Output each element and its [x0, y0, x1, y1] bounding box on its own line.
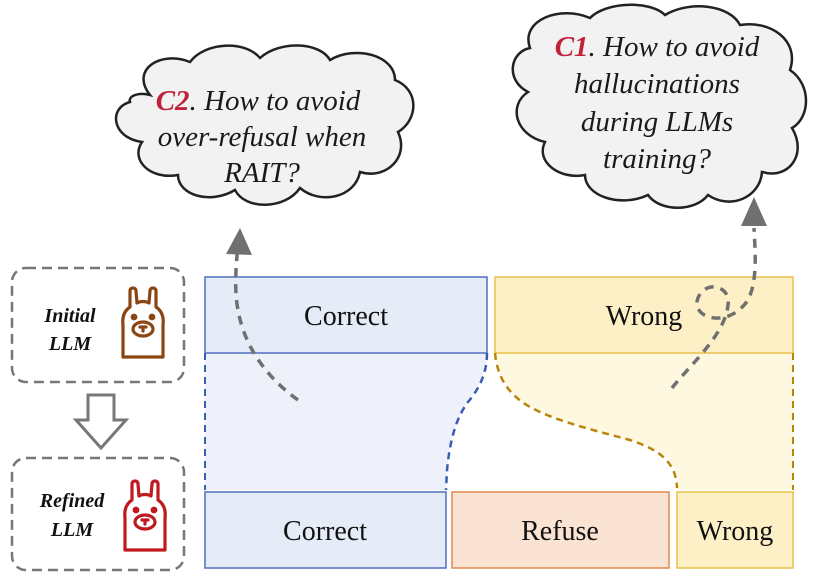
refined-llm-label-line1: Refined — [39, 490, 105, 512]
top-wrong-label: Wrong — [606, 301, 683, 332]
refined-llm-label-line2: LLM — [50, 519, 94, 541]
top-correct-label: Correct — [304, 301, 388, 332]
bottom-wrong-label: Wrong — [697, 516, 774, 547]
cloud-c2-line1: C2. How to avoid — [156, 85, 361, 117]
bottom-correct: Correct — [204, 491, 447, 569]
initial-llm-label-line1: Initial — [43, 305, 96, 327]
initial-llm-label-line2: LLM — [48, 333, 92, 355]
arrow-to-c1 — [670, 227, 757, 390]
arrow-to-c1-head — [741, 197, 767, 226]
llama-icon — [123, 479, 167, 552]
cloud-c1-line3: during LLMs — [581, 106, 733, 138]
wrong-region: Wrong — [494, 276, 794, 490]
cloud-c2-shape — [114, 44, 415, 206]
cloud-c1: C1. How to avoid hallucinations during L… — [511, 3, 808, 209]
down-arrow-icon — [72, 393, 130, 451]
cloud-c1-shape — [511, 3, 808, 209]
cloud-c2-line2: over-refusal when — [158, 121, 367, 153]
cloud-c1-line4: training? — [603, 143, 711, 175]
bottom-correct-box — [204, 491, 447, 569]
llama-icon — [121, 286, 165, 359]
correct-region: Correct — [204, 276, 488, 490]
cloud-c2-line3: RAIT? — [223, 157, 300, 189]
bottom-refuse-box — [451, 491, 670, 569]
top-correct-box — [204, 276, 488, 354]
bottom-refuse: Refuse — [451, 491, 670, 569]
initial-llm-box: Initial LLM — [10, 266, 186, 384]
refined-llm-box: Refined LLM — [10, 456, 186, 572]
bottom-wrong: Wrong — [676, 491, 794, 569]
cloud-c1-line1: C1. How to avoid — [555, 31, 760, 63]
cloud-c2: C2. How to avoid over-refusal when RAIT? — [114, 44, 415, 206]
bottom-correct-label: Correct — [283, 516, 367, 547]
top-wrong-box — [494, 276, 794, 354]
bottom-refuse-label: Refuse — [521, 516, 599, 547]
arrow-to-c2-head — [226, 228, 252, 255]
bottom-wrong-box — [676, 491, 794, 569]
cloud-c1-line2: hallucinations — [574, 68, 740, 100]
